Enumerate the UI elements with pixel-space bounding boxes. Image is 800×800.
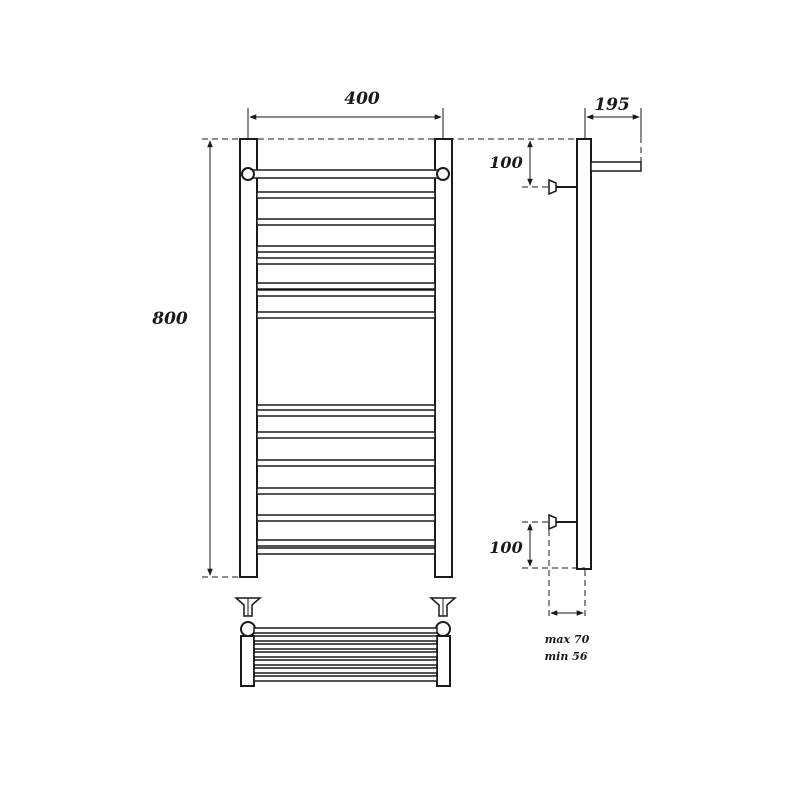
bottom-offset-label: 100	[489, 538, 522, 557]
plan-right-tube	[436, 635, 451, 687]
right-vertical-tube	[434, 138, 453, 578]
horizontal-bar	[256, 282, 436, 290]
plan-bar	[253, 635, 438, 642]
depth-label: 195	[594, 95, 630, 115]
plan-bar	[253, 675, 438, 682]
horizontal-bar	[256, 218, 436, 226]
left-mount-knob	[241, 167, 255, 181]
plan-bar	[253, 659, 438, 666]
side-vertical-tube	[576, 138, 592, 570]
right-wall-bracket	[429, 597, 457, 637]
side-bottom-bracket	[548, 513, 577, 531]
wall-gap-min-label: min 56	[545, 650, 588, 663]
horizontal-bar	[256, 245, 436, 253]
horizontal-bar	[256, 459, 436, 467]
plan-view	[234, 597, 457, 687]
plan-bar	[253, 651, 438, 658]
horizontal-bar	[256, 257, 436, 265]
front-view: 400 800	[151, 89, 590, 578]
horizontal-bar	[256, 539, 436, 547]
plan-bar	[253, 667, 438, 674]
horizontal-bar	[256, 409, 436, 417]
horizontal-bar	[256, 431, 436, 439]
right-mount-knob	[436, 167, 450, 181]
height-label: 800	[151, 309, 188, 329]
depth-dimension: 195	[584, 95, 642, 170]
wall-gap-max-label: max 70	[545, 633, 590, 646]
wall-gap-dimension: max 70 min 56	[545, 530, 590, 663]
plan-bar	[253, 627, 438, 634]
horizontal-bars	[256, 191, 436, 555]
plan-bar	[253, 643, 438, 650]
horizontal-bar	[256, 191, 436, 199]
plan-bars	[253, 627, 438, 682]
plan-left-tube	[240, 635, 255, 687]
left-vertical-tube	[239, 138, 258, 578]
side-top-rail	[590, 161, 642, 172]
width-dimension: 400	[247, 89, 444, 138]
side-view: 195 100 100	[489, 95, 642, 663]
side-top-bracket	[548, 178, 577, 196]
top-offset-label: 100	[489, 153, 522, 172]
horizontal-bar	[256, 547, 436, 555]
height-dimension: 800	[151, 138, 240, 578]
horizontal-bar	[256, 311, 436, 319]
horizontal-bar	[256, 514, 436, 522]
horizontal-bar	[256, 487, 436, 495]
width-label: 400	[344, 89, 380, 109]
top-offset-dimension: 100	[489, 140, 549, 188]
top-rail	[249, 169, 443, 179]
horizontal-bar	[256, 289, 436, 297]
bottom-offset-dimension: 100	[489, 521, 585, 569]
